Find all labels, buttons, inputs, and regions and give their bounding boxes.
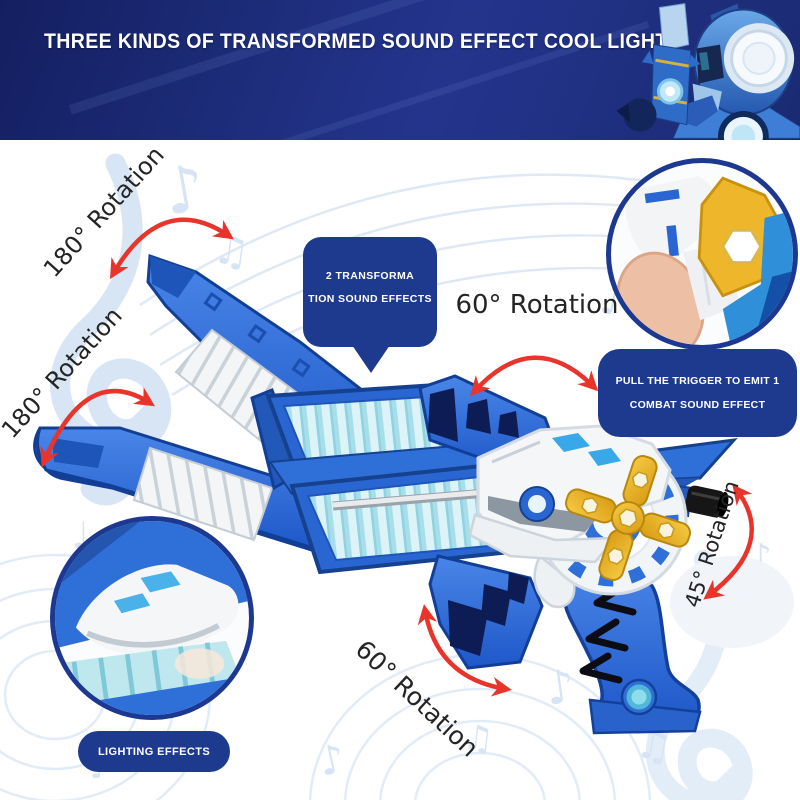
svg-text:♪: ♪ <box>750 537 772 577</box>
arrow-180-mid <box>40 387 156 468</box>
speech-bubble-tail <box>352 345 390 373</box>
grip <box>561 558 702 735</box>
gold-gear <box>562 452 694 584</box>
rotation-label-60-bottom: 60° Rotation <box>349 634 485 763</box>
trigger <box>533 554 576 609</box>
rotation-label-180-mid: 180° Rotation <box>0 301 128 444</box>
header-banner: THREE KINDS OF TRANSFORMED SOUND EFFECT … <box>0 0 800 140</box>
trigger-line2: COMBAT SOUND EFFECT <box>629 399 766 411</box>
arrow-60-top <box>470 355 599 397</box>
lighting-label: LIGHTING EFFECTS <box>97 745 211 758</box>
inset-lighting-closeup <box>50 516 254 720</box>
svg-text:♪: ♪ <box>315 735 350 785</box>
robot-image <box>616 3 800 140</box>
top-fins <box>418 374 562 474</box>
arrow-60-bottom <box>417 604 512 697</box>
inset-trigger-closeup <box>606 158 798 350</box>
rotation-label-45-right: 45° Rotation <box>680 477 744 611</box>
rear-disc <box>536 444 688 596</box>
rotation-label-60-top: 60° Rotation <box>455 290 619 320</box>
svg-text:♫: ♫ <box>211 226 253 277</box>
pivot-ring <box>519 486 555 522</box>
gun-body <box>250 381 551 575</box>
svg-text:♫: ♫ <box>632 721 675 773</box>
banner-title: THREE KINDS OF TRANSFORMED SOUND EFFECT … <box>44 30 668 53</box>
sound-button <box>620 678 658 716</box>
speech-bubble-transform-sounds: 2 TRANSFORMA TION SOUND EFFECTS <box>303 237 437 347</box>
lighting-effects-pill: LIGHTING EFFECTS <box>78 731 230 772</box>
bubble-line1: 2 TRANSFORMA <box>325 269 415 282</box>
trigger-callout-box: PULL THE TRIGGER TO EMIT 1 COMBAT SOUND … <box>598 349 797 437</box>
trigger-line1: PULL THE TRIGGER TO EMIT 1 <box>615 374 780 387</box>
fore-handle <box>428 554 544 670</box>
bubble-line2: TION SOUND EFFECTS <box>308 293 432 305</box>
arrow-180-top <box>110 217 234 280</box>
grip-grooves <box>579 582 637 684</box>
rotation-label-180-top: 180° Rotation <box>38 140 170 283</box>
svg-text:♪: ♪ <box>542 658 579 716</box>
dragon-head <box>468 424 672 564</box>
